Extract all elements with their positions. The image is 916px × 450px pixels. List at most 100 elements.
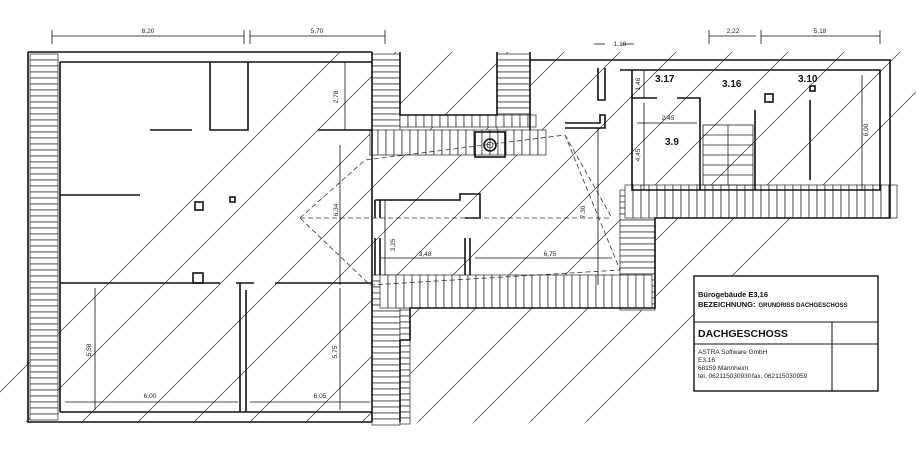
brick bbox=[423, 114, 433, 128]
brick bbox=[371, 406, 401, 414]
brick bbox=[29, 197, 59, 205]
roof-hatching bbox=[0, 51, 916, 423]
brick bbox=[385, 129, 395, 156]
brick bbox=[29, 167, 59, 175]
brick bbox=[417, 129, 427, 156]
brick bbox=[619, 243, 656, 251]
brick bbox=[503, 114, 513, 128]
brick bbox=[377, 129, 387, 156]
brick bbox=[29, 191, 59, 199]
brick bbox=[627, 274, 637, 309]
brick bbox=[29, 179, 59, 187]
brick bbox=[29, 125, 59, 133]
brick bbox=[29, 251, 59, 259]
brick bbox=[619, 267, 656, 275]
brick bbox=[371, 83, 401, 91]
dim-label: 3,25 bbox=[390, 238, 397, 251]
dim-label: 3,48 bbox=[419, 251, 432, 258]
brick bbox=[379, 274, 389, 309]
brick bbox=[475, 274, 485, 309]
brick bbox=[439, 114, 449, 128]
building-name: Bürogebäude E3,16 bbox=[698, 290, 768, 299]
brick bbox=[441, 129, 451, 156]
brick bbox=[29, 77, 59, 85]
brick bbox=[457, 129, 467, 156]
brick bbox=[523, 274, 533, 309]
dimension-lines bbox=[51, 30, 881, 410]
brick bbox=[29, 377, 59, 385]
dim-label: 8,20 bbox=[142, 28, 155, 35]
brick bbox=[29, 395, 59, 403]
brick bbox=[496, 59, 531, 67]
brick bbox=[29, 287, 59, 295]
brick bbox=[29, 227, 59, 235]
brick bbox=[371, 328, 401, 336]
brick bbox=[371, 382, 401, 390]
brick bbox=[399, 417, 411, 425]
brick bbox=[465, 129, 475, 156]
brick bbox=[399, 381, 411, 389]
brick bbox=[29, 323, 59, 331]
brick bbox=[415, 114, 425, 128]
brick bbox=[371, 65, 401, 73]
dim-label: 1,18 bbox=[614, 41, 627, 48]
dim-label: 6,75 bbox=[544, 251, 557, 258]
brick bbox=[371, 101, 401, 109]
company-fax: fax. 062115030959 bbox=[752, 373, 808, 380]
brick bbox=[499, 274, 509, 309]
hatch-line bbox=[585, 91, 916, 423]
brick bbox=[29, 407, 59, 415]
brick bbox=[419, 274, 429, 309]
brick bbox=[529, 129, 539, 156]
brick bbox=[399, 387, 411, 395]
brick bbox=[29, 89, 59, 97]
brick bbox=[371, 400, 401, 408]
brick bbox=[399, 339, 411, 347]
brick bbox=[531, 274, 541, 309]
brick bbox=[371, 113, 401, 121]
brick bbox=[29, 359, 59, 367]
brick bbox=[371, 310, 401, 318]
brick bbox=[491, 274, 501, 309]
brick bbox=[29, 161, 59, 169]
brick bbox=[496, 71, 531, 79]
brick bbox=[399, 309, 411, 317]
brick bbox=[29, 245, 59, 253]
brick bbox=[29, 53, 59, 61]
brick bbox=[619, 225, 656, 233]
dim-label: 5,70 bbox=[311, 28, 324, 35]
brick bbox=[435, 274, 445, 309]
brick bbox=[459, 274, 469, 309]
brick bbox=[496, 89, 531, 97]
brick bbox=[411, 274, 421, 309]
brick bbox=[371, 89, 401, 97]
brick bbox=[643, 274, 653, 309]
brick bbox=[29, 305, 59, 313]
brick bbox=[371, 358, 401, 366]
brick bbox=[619, 219, 656, 227]
brick bbox=[29, 209, 59, 217]
brick bbox=[579, 274, 589, 309]
brick bbox=[619, 231, 656, 239]
dim-label: 2,78 bbox=[333, 90, 340, 103]
floor-name: DACHGESCHOSS bbox=[698, 328, 788, 340]
company-city: 68159 Mannheim bbox=[698, 365, 748, 372]
brick bbox=[29, 143, 59, 151]
brick bbox=[29, 371, 59, 379]
brick bbox=[496, 65, 531, 73]
brick bbox=[29, 347, 59, 355]
brick bbox=[29, 59, 59, 67]
brick bbox=[29, 113, 59, 121]
dim-label: 6,00 bbox=[863, 123, 870, 136]
brick bbox=[399, 369, 411, 377]
brick bbox=[496, 83, 531, 91]
brick bbox=[29, 269, 59, 277]
brick bbox=[496, 53, 531, 61]
brick bbox=[29, 119, 59, 127]
brick bbox=[511, 114, 521, 128]
brick bbox=[29, 203, 59, 211]
brick bbox=[29, 173, 59, 181]
brick bbox=[427, 274, 437, 309]
designation: BEZEICHNUNG:GRUNDRISS DACHGESCHOSS bbox=[698, 300, 848, 309]
brick bbox=[603, 274, 613, 309]
